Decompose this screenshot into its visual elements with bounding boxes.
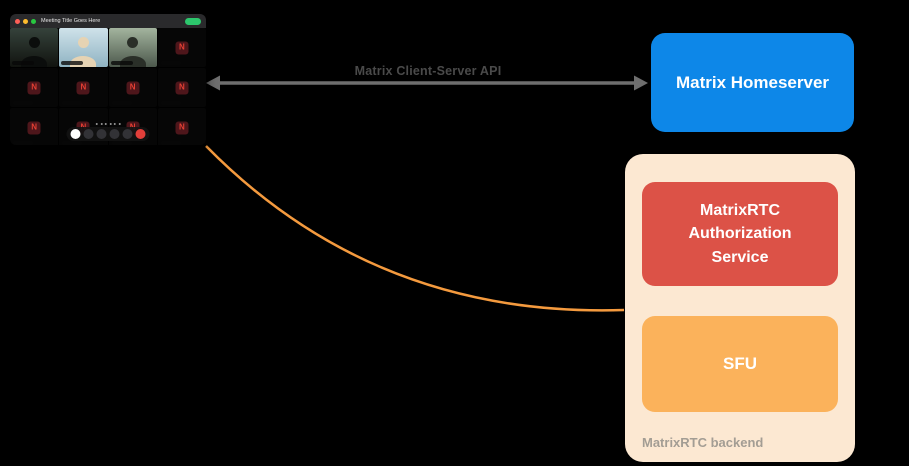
initial-avatar: N <box>175 81 189 94</box>
matrixrtc-backend-container: MatrixRTC Authorization Service SFU Matr… <box>625 154 855 462</box>
person-silhouette <box>109 28 157 67</box>
call-controls <box>66 127 150 141</box>
participant-name-pill <box>61 141 84 145</box>
window-titlebar: Meeting Title Goes Here <box>10 14 206 28</box>
chat-button[interactable] <box>109 129 120 139</box>
more-button[interactable] <box>122 129 133 139</box>
screenshare-button[interactable] <box>96 129 107 139</box>
video-tile: N <box>59 68 108 107</box>
participant-name-pill <box>12 101 34 105</box>
video-tile: N <box>108 68 157 107</box>
participant-name-pill <box>61 101 84 105</box>
page-indicator-dot <box>109 123 112 125</box>
window-title: Meeting Title Goes Here <box>41 18 101 24</box>
sfu-connection-curve <box>205 145 625 312</box>
api-arrow-label: Matrix Client-Server API <box>354 64 502 78</box>
camera-button[interactable] <box>83 129 94 139</box>
page-indicator-dot <box>118 123 121 125</box>
homeserver-label: Matrix Homeserver <box>675 72 830 92</box>
page-indicator-dot <box>95 123 98 125</box>
participant-name-pill <box>12 61 34 65</box>
participant-name-pill <box>159 141 182 145</box>
initial-avatar: N <box>76 81 90 94</box>
window-badge <box>185 17 201 25</box>
initial-avatar: N <box>175 41 189 54</box>
close-button[interactable] <box>15 18 20 24</box>
zoom-button[interactable] <box>31 18 36 24</box>
initial-avatar: N <box>27 121 41 134</box>
initial-avatar: N <box>27 81 41 94</box>
participant-name-pill <box>159 101 182 105</box>
video-tile: N <box>10 68 59 107</box>
initial-avatar: N <box>126 81 140 94</box>
mic-button[interactable] <box>70 129 81 139</box>
sfu-box: SFU <box>642 316 838 412</box>
video-tile: N <box>10 108 59 145</box>
participant-name-pill <box>110 101 133 105</box>
participant-name-pill <box>159 61 182 65</box>
api-arrow-head-right <box>634 75 648 91</box>
homeserver-box: Matrix Homeserver <box>651 33 854 132</box>
video-tile: N <box>157 108 206 145</box>
page-indicator-dot <box>100 123 103 125</box>
video-tile: N <box>157 28 206 67</box>
auth-service-label: MatrixRTC Authorization Service <box>688 202 792 266</box>
auth-service-box: MatrixRTC Authorization Service <box>642 182 838 286</box>
call-window: Meeting Title Goes Here NNNNNNNNN <box>10 14 206 145</box>
sfu-label: SFU <box>723 354 757 373</box>
minimize-button[interactable] <box>23 18 28 24</box>
traffic-lights <box>15 18 36 24</box>
backend-label: MatrixRTC backend <box>642 435 764 450</box>
video-tile <box>59 28 108 67</box>
participant-name-pill <box>110 141 133 145</box>
person-silhouette <box>10 28 58 67</box>
page-indicator-dot <box>113 123 116 125</box>
api-arrow-head-left <box>206 75 220 91</box>
video-tile <box>108 28 157 67</box>
page-dots <box>95 123 121 125</box>
person-silhouette <box>59 28 107 67</box>
participant-name-pill <box>110 61 133 65</box>
page-indicator-dot <box>104 123 107 125</box>
participant-name-pill <box>61 61 84 65</box>
video-tile <box>10 28 59 67</box>
initial-avatar: N <box>175 121 189 134</box>
video-tile: N <box>157 68 206 107</box>
hangup-button[interactable] <box>135 129 146 139</box>
video-grid: NNNNNNNNN <box>10 28 206 145</box>
participant-name-pill <box>12 141 34 145</box>
